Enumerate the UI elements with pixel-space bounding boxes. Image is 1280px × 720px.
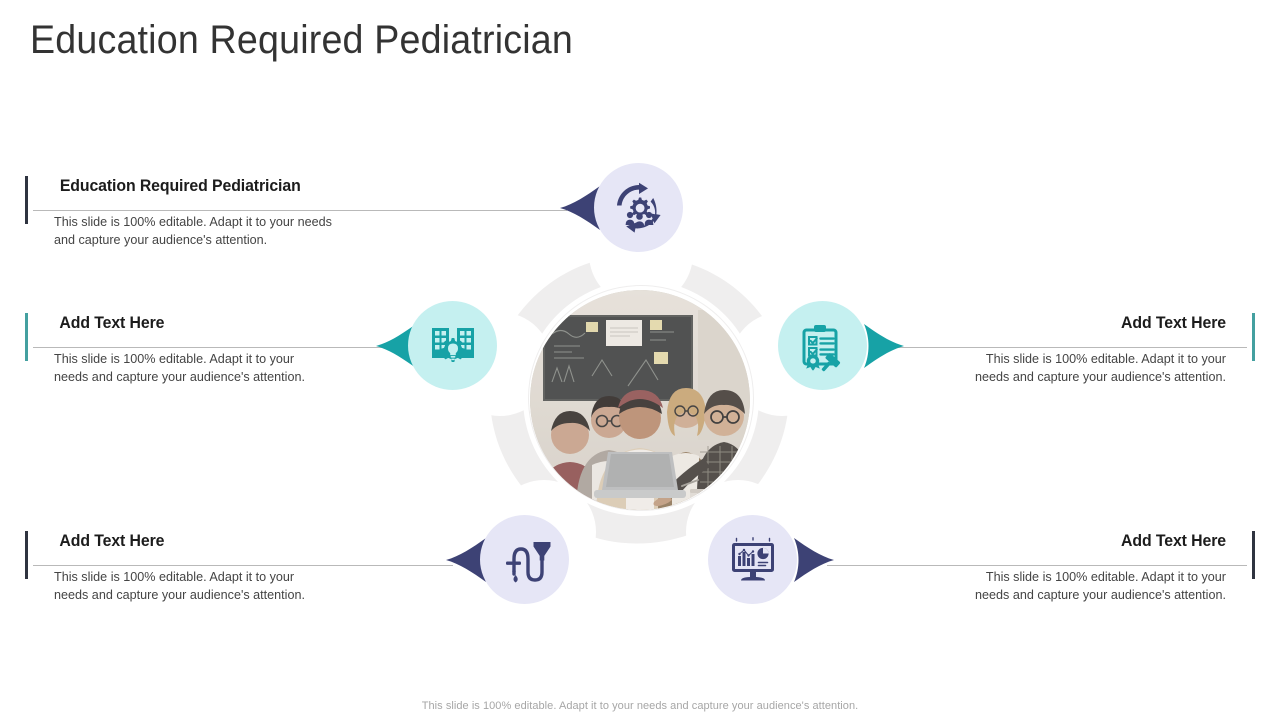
- node-left[interactable]: [408, 301, 497, 390]
- accent-bar-bottom-left: [25, 531, 28, 579]
- block-heading-bottom-right: Add Text Here: [1121, 532, 1226, 550]
- accent-bar-mid-left: [25, 313, 28, 361]
- connector-line-top: [33, 210, 567, 211]
- center-graphic: [460, 240, 820, 560]
- text-block-mid-left: Add Text Here This slide is 100% editabl…: [25, 313, 325, 386]
- block-body-bottom-right: This slide is 100% editable. Adapt it to…: [975, 570, 1226, 602]
- arrow-bottom-right: [794, 538, 834, 582]
- block-body-mid-right: This slide is 100% editable. Adapt it to…: [975, 352, 1226, 384]
- block-heading-top-left: Education Required Pediatrician: [59, 177, 301, 195]
- arrow-right: [864, 324, 904, 368]
- accent-bar-bottom-right: [1252, 531, 1255, 579]
- node-bottom-left[interactable]: [480, 515, 569, 604]
- certificate-clipboard-gavel-icon: [802, 324, 840, 371]
- accent-bar-mid-right: [1252, 313, 1255, 361]
- monitor-dashboard-chart-icon: [731, 536, 774, 580]
- text-block-top-left: Education Required Pediatrician This sli…: [25, 176, 345, 249]
- arrow-left: [376, 324, 416, 368]
- connector-line-left: [33, 347, 383, 348]
- iv-drip-tube-icon: [505, 541, 550, 582]
- block-heading-mid-right: Add Text Here: [1121, 314, 1226, 332]
- block-heading-mid-left: Add Text Here: [59, 314, 165, 332]
- arrow-bottom-left: [446, 538, 486, 582]
- block-heading-bottom-left: Add Text Here: [59, 532, 165, 550]
- block-body-top-left: This slide is 100% editable. Adapt it to…: [54, 215, 332, 247]
- node-bottom-right[interactable]: [708, 515, 797, 604]
- footer-note: This slide is 100% editable. Adapt it to…: [421, 700, 859, 712]
- block-body-mid-left: This slide is 100% editable. Adapt it to…: [54, 352, 305, 384]
- accent-bar-top-left: [25, 176, 28, 224]
- text-block-bottom-left: Add Text Here This slide is 100% editabl…: [25, 531, 325, 604]
- classroom-students-photo: [530, 290, 750, 510]
- node-top[interactable]: [594, 163, 683, 252]
- buildings-gear-bulb-icon: [431, 327, 474, 362]
- text-block-mid-right: Add Text Here This slide is 100% editabl…: [955, 313, 1255, 386]
- center-photo: [530, 290, 750, 510]
- connector-line-bottom-right: [827, 565, 1247, 566]
- page-title: Education Required Pediatrician: [30, 18, 574, 62]
- people-gear-cycle-icon: [616, 182, 661, 233]
- connector-line-bottom-left: [33, 565, 453, 566]
- block-body-bottom-left: This slide is 100% editable. Adapt it to…: [54, 570, 305, 602]
- arrow-top: [560, 186, 600, 230]
- text-block-bottom-right: Add Text Here This slide is 100% editabl…: [955, 531, 1255, 604]
- node-right[interactable]: [778, 301, 867, 390]
- connector-line-right: [897, 347, 1247, 348]
